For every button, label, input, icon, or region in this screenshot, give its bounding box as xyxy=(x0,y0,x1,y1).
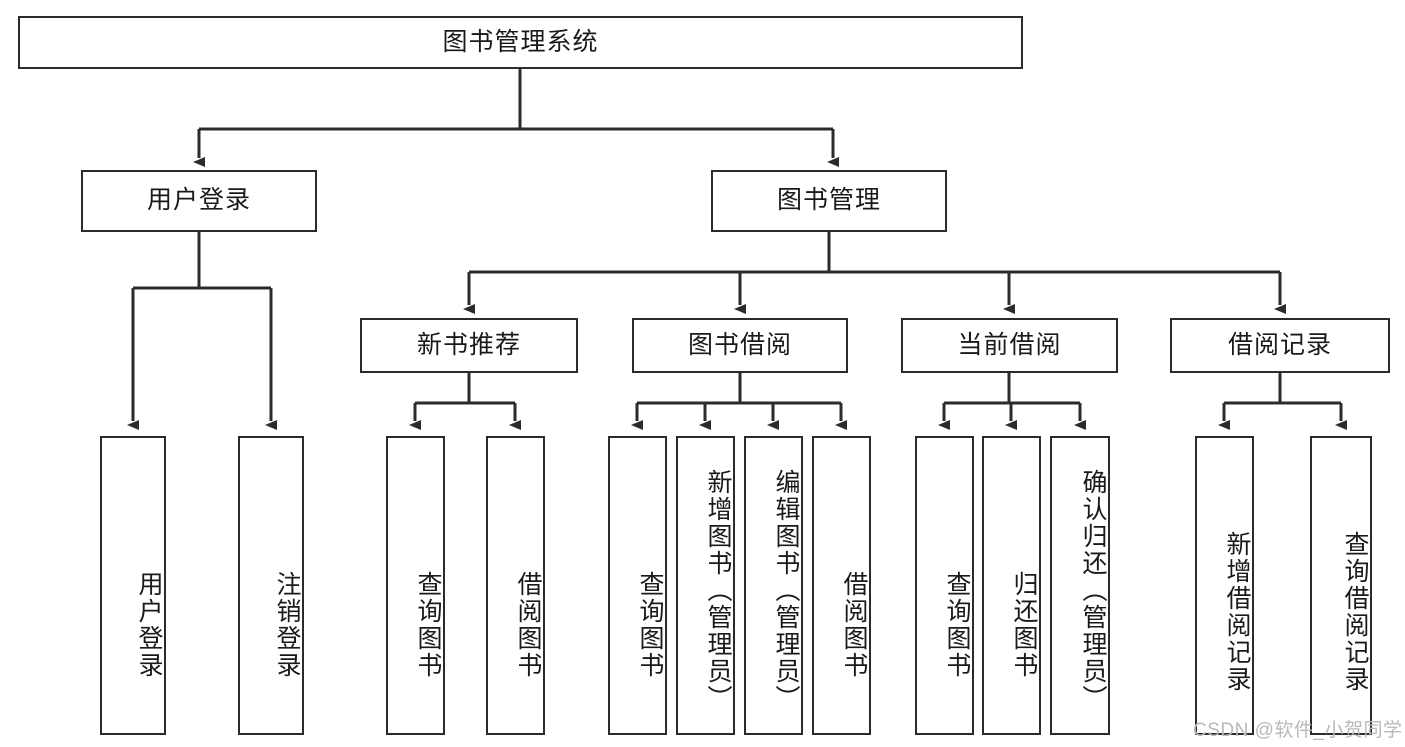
node-label: 图书管理 xyxy=(776,186,881,215)
node-label: 借阅记录 xyxy=(1227,330,1332,359)
node-label: 新增图书（管理员） xyxy=(704,469,732,712)
leaf-node-query-book-borrowing[interactable]: 查询图书 xyxy=(608,436,667,735)
node-book-borrowing[interactable]: 图书借阅 xyxy=(632,318,848,373)
node-label: 图书管理系统 xyxy=(442,27,599,56)
leaf-node-add-borrowing-record[interactable]: 新增借阅记录 xyxy=(1195,436,1254,735)
leaf-node-query-borrowing-record[interactable]: 查询借阅记录 xyxy=(1310,436,1372,735)
node-label: 查询图书 xyxy=(414,570,442,679)
node-current-borrowing[interactable]: 当前借阅 xyxy=(901,318,1118,373)
node-label: 用户登录 xyxy=(135,570,163,679)
leaf-node-add-book-admin[interactable]: 新增图书（管理员） xyxy=(676,436,735,735)
leaf-node-confirm-return-admin[interactable]: 确认归还（管理员） xyxy=(1050,436,1110,735)
node-borrowing-records[interactable]: 借阅记录 xyxy=(1170,318,1390,373)
leaf-node-return-book[interactable]: 归还图书 xyxy=(982,436,1041,735)
leaf-node-logout[interactable]: 注销登录 xyxy=(238,436,304,735)
node-label: 新增借阅记录 xyxy=(1223,530,1251,693)
csdn-watermark: CSDN @软件_小贺同学 xyxy=(1193,720,1403,741)
node-label: 借阅图书 xyxy=(840,570,868,679)
node-new-book-recommendation[interactable]: 新书推荐 xyxy=(360,318,578,373)
node-label: 查询借阅记录 xyxy=(1341,530,1369,693)
node-label: 用户登录 xyxy=(146,186,251,215)
node-root-book-management-system[interactable]: 图书管理系统 xyxy=(18,16,1023,69)
node-label: 查询图书 xyxy=(943,570,971,679)
node-label: 编辑图书（管理员） xyxy=(772,469,800,712)
node-label: 新书推荐 xyxy=(416,330,521,359)
node-label: 注销登录 xyxy=(273,570,301,679)
leaf-node-user-login[interactable]: 用户登录 xyxy=(100,436,166,735)
leaf-node-edit-book-admin[interactable]: 编辑图书（管理员） xyxy=(744,436,803,735)
node-user-login[interactable]: 用户登录 xyxy=(81,170,317,232)
node-label: 查询图书 xyxy=(636,570,664,679)
node-label: 归还图书 xyxy=(1010,570,1038,679)
node-label: 借阅图书 xyxy=(514,570,542,679)
node-label: 当前借阅 xyxy=(957,330,1062,359)
node-label: 图书借阅 xyxy=(687,330,792,359)
leaf-node-borrow-book[interactable]: 借阅图书 xyxy=(812,436,871,735)
node-label: 确认归还（管理员） xyxy=(1079,469,1107,712)
leaf-node-borrow-book-recommendation[interactable]: 借阅图书 xyxy=(486,436,545,735)
leaf-node-query-book-current[interactable]: 查询图书 xyxy=(915,436,974,735)
leaf-node-query-book-recommendation[interactable]: 查询图书 xyxy=(386,436,445,735)
node-book-management[interactable]: 图书管理 xyxy=(711,170,947,232)
